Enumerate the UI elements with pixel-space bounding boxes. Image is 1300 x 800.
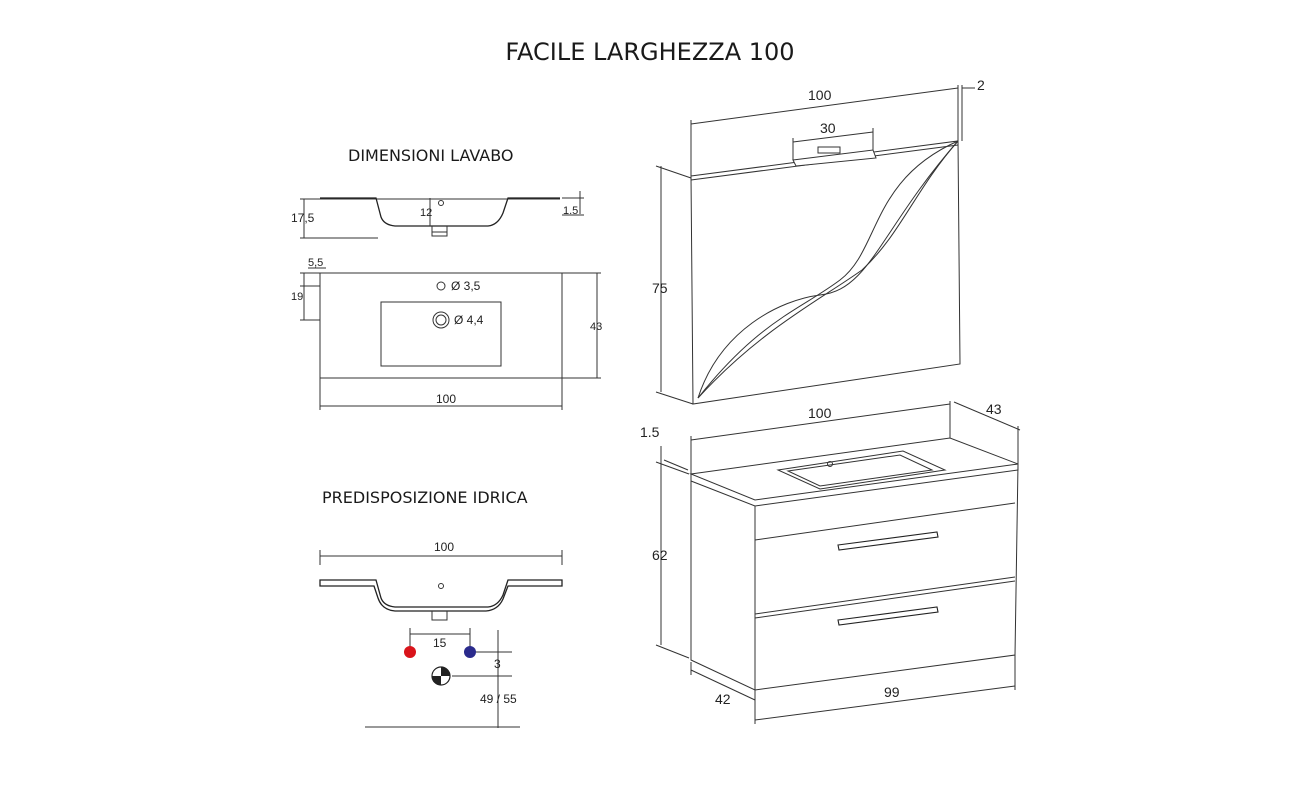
- dim-basin-depth: 12: [420, 207, 432, 219]
- mirror: 100 2 30 75: [652, 77, 985, 405]
- section-title-basin: DIMENSIONI LAVABO: [348, 146, 514, 165]
- hot-water-icon: [404, 646, 416, 658]
- dim-basin-top-depth: 43: [590, 321, 602, 333]
- dim-mirror-height: 75: [652, 280, 668, 296]
- label-drain: Ø 4,4: [454, 313, 484, 327]
- dim-basin-height: 17,5: [291, 211, 315, 225]
- dim-cabinet-height: 62: [652, 547, 668, 563]
- plumbing-layout: 15 3 49 / 55 100: [319, 540, 563, 728]
- dim-top-thickness: 1.5: [640, 424, 660, 440]
- dim-lamp-width: 30: [820, 120, 836, 136]
- dim-cabinet-width-bottom: 99: [884, 684, 900, 700]
- dim-top-offset: 5,5: [308, 257, 323, 269]
- page-title: FACILE LARGHEZZA 100: [505, 38, 795, 66]
- dim-hole-offset: 19: [291, 291, 303, 303]
- dim-cabinet-depth-top: 43: [986, 401, 1002, 417]
- cabinet: 1.5 100 43 62 42 99: [640, 401, 1021, 724]
- dim-plumbing-height: 49 / 55: [480, 692, 517, 706]
- dim-plumbing-width: 100: [434, 540, 454, 554]
- dim-pipe-spacing: 15: [433, 636, 447, 650]
- label-tap-hole: Ø 3,5: [451, 279, 481, 293]
- dim-cabinet-width-top: 100: [808, 405, 832, 421]
- dim-basin-rim: 1.5: [563, 205, 578, 217]
- drain-icon: [431, 666, 451, 686]
- dim-basin-top-width: 100: [436, 392, 456, 406]
- basin-top-view: 5,5 19 Ø 3,5 Ø 4,4 43 100: [291, 257, 602, 410]
- dim-mirror-thickness: 2: [977, 77, 985, 93]
- dim-mirror-width: 100: [808, 87, 832, 103]
- section-title-plumbing: PREDISPOSIZIONE IDRICA: [322, 488, 528, 507]
- cold-water-icon: [464, 646, 476, 658]
- dim-pipe-offset: 3: [494, 657, 501, 671]
- dim-cabinet-depth-bottom: 42: [715, 691, 731, 707]
- basin-side-profile: 17,5 12 1.5: [291, 191, 584, 239]
